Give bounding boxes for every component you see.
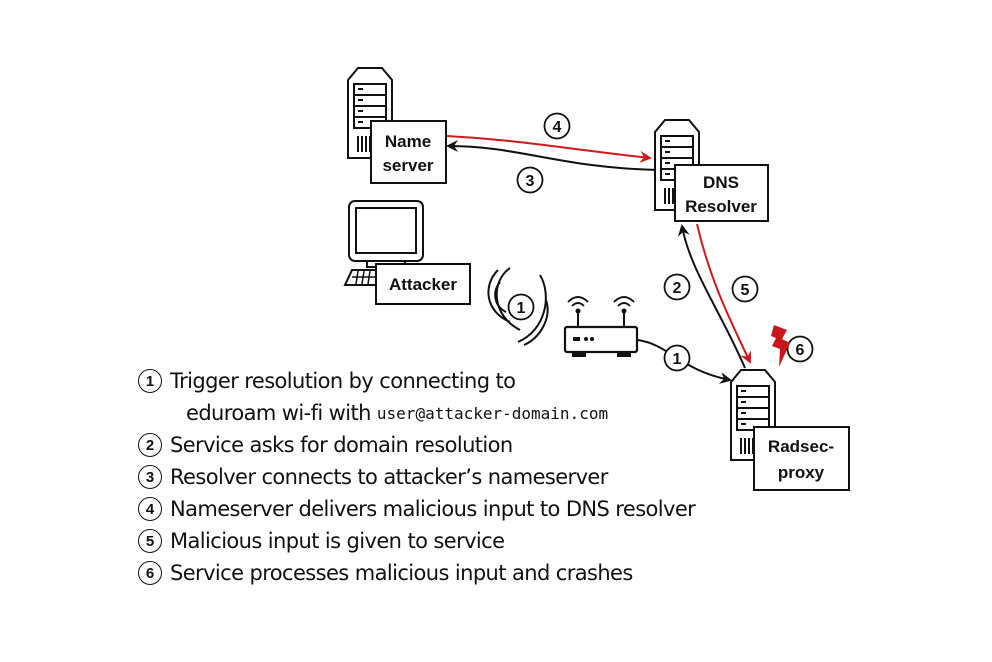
svg-text:server: server (382, 156, 433, 175)
step-marker-2: 2 (663, 273, 691, 301)
step-marker-6: 6 (786, 335, 814, 363)
step-number-5: 5 (138, 529, 162, 553)
edge-3-resolver-to-nameserver (446, 140, 661, 171)
svg-text:proxy: proxy (778, 463, 825, 482)
legend-item-2: 2 Service asks for domain resolution (138, 429, 778, 461)
svg-text:1: 1 (673, 351, 682, 368)
step-marker-1-wireless: 1 (507, 293, 535, 321)
svg-text:Radsec-: Radsec- (768, 437, 834, 456)
lightning-bolt-icon (771, 325, 790, 367)
legend-item-1-continued: eduroam wi-fi with user@attacker-domain.… (138, 397, 778, 429)
svg-text:2: 2 (673, 280, 682, 297)
step-number-3: 3 (138, 465, 162, 489)
attacker-node: Attacker (343, 200, 471, 305)
step-number-4: 4 (138, 497, 162, 521)
edge-4-nameserver-to-resolver (446, 135, 652, 163)
svg-text:DNS: DNS (703, 173, 739, 192)
attacker-email-code: user@attacker-domain.com (376, 403, 609, 423)
step-number-2: 2 (138, 433, 162, 457)
svg-text:1: 1 (517, 300, 526, 317)
svg-text:Name: Name (385, 132, 431, 151)
svg-text:Resolver: Resolver (685, 197, 757, 216)
step-marker-3: 3 (516, 166, 544, 194)
legend-item-3: 3 Resolver connects to attacker’s namese… (138, 461, 778, 493)
legend-text-6: Service processes malicious input and cr… (170, 561, 633, 585)
svg-text:6: 6 (796, 342, 805, 359)
legend-text-4: Nameserver delivers malicious input to D… (170, 497, 696, 521)
svg-text:4: 4 (553, 119, 562, 136)
name-server-node: Name server (347, 67, 447, 184)
step-marker-5: 5 (731, 275, 759, 303)
legend-text-1-cont: eduroam wi-fi with (186, 401, 377, 425)
edge-2-proxy-to-resolver (677, 224, 746, 369)
wifi-router-icon (563, 296, 639, 357)
legend-text-1: Trigger resolution by connecting to (170, 369, 516, 393)
svg-text:Attacker: Attacker (389, 275, 457, 294)
legend-item-5: 5 Malicious input is given to service (138, 525, 778, 557)
step-marker-4: 4 (543, 112, 571, 140)
dns-resolver-node: DNS Resolver (654, 119, 769, 222)
radsec-proxy-node: Radsec- proxy (730, 369, 850, 491)
legend-item-6: 6 Service processes malicious input and … (138, 557, 778, 589)
legend-item-4: 4 Nameserver delivers malicious input to… (138, 493, 778, 525)
wireless-signal-icon (487, 267, 549, 346)
step-number-1: 1 (138, 369, 162, 393)
step-number-6: 6 (138, 561, 162, 585)
legend: 1 Trigger resolution by connecting to ed… (138, 365, 778, 589)
legend-text-5: Malicious input is given to service (170, 529, 505, 553)
legend-text-3: Resolver connects to attacker’s nameserv… (170, 465, 608, 489)
legend-text-2: Service asks for domain resolution (170, 433, 513, 457)
legend-item-1: 1 Trigger resolution by connecting to (138, 365, 778, 397)
svg-text:3: 3 (526, 173, 535, 190)
edge-5-resolver-to-proxy (696, 223, 752, 364)
svg-text:5: 5 (741, 282, 750, 299)
step-marker-1-wired: 1 (663, 344, 691, 372)
